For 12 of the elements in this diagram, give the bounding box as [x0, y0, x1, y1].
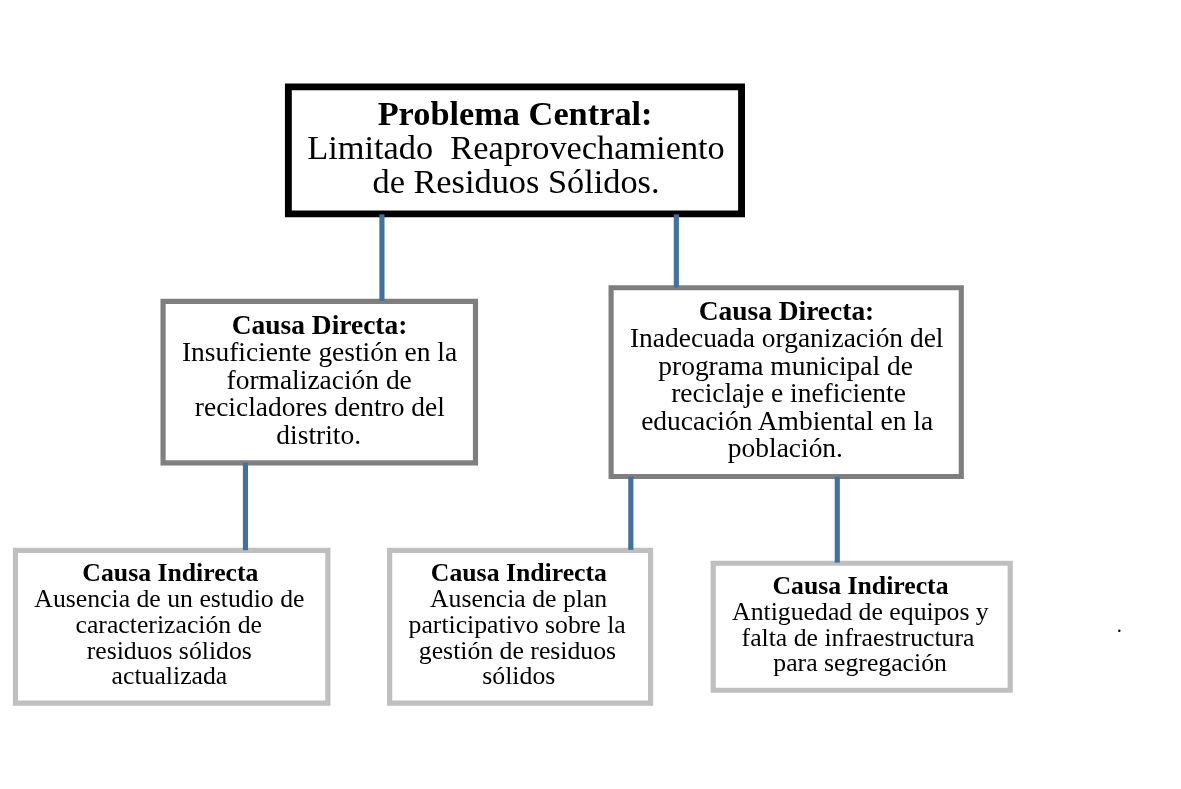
- node-box: Causa Indirecta Ausencia de plan participativo sobre la gestión de residuos sólidos: [387, 547, 654, 706]
- node-box: Causa Indirecta Antiguedad de equipos y falta de infraestructura para segregación: [710, 560, 1013, 693]
- label: .: [1116, 613, 1122, 636]
- node-box: Causa Directa: Insuficiente gestión en la formalización de recicladores dentro del distrito.: [160, 298, 479, 465]
- connector: [673, 213, 679, 288]
- connector: [379, 213, 385, 301]
- node-box: Problema Central: Limitado Reaprovechamiento de Residuos Sólidos.: [284, 82, 745, 217]
- node-box: Causa Directa: Inadecuada organización del programa municipal de reciclaje e ineficiente educación Ambiental en la población.: [608, 284, 964, 479]
- node-box: Causa Indirecta Ausencia de un estudio de caracterización de residuos sólidos actualizada: [12, 547, 331, 706]
- connector: [242, 462, 249, 550]
- connector: [834, 476, 840, 563]
- connector: [628, 476, 634, 550]
